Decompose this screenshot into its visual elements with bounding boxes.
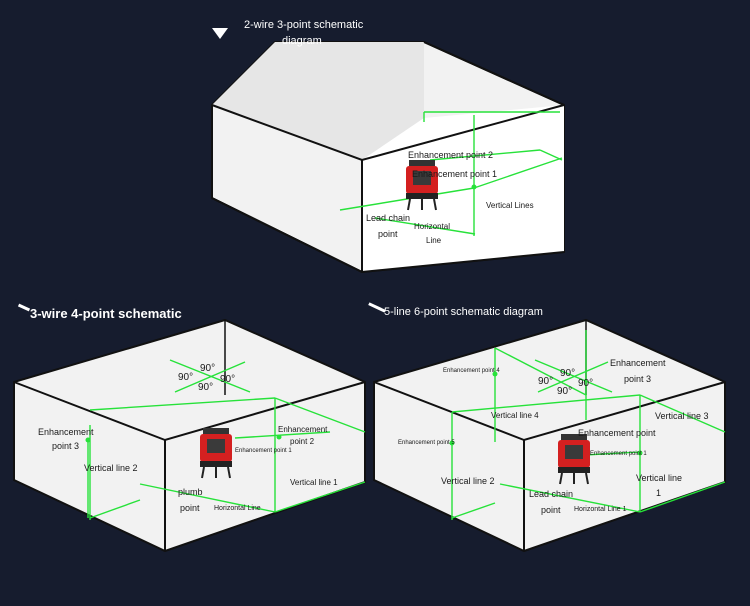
d3-vertical-line-3: Vertical line 3 xyxy=(655,411,709,421)
d3-lead-chain-line1: Lead chain xyxy=(529,489,574,499)
laser-lines-5line xyxy=(451,330,726,520)
laser-lines-3wire xyxy=(87,359,366,520)
d3-enhancement-3-line2: point 3 xyxy=(624,374,652,384)
laser-dot-3wire-b xyxy=(276,434,282,440)
laser-dot-5line-b xyxy=(637,450,643,456)
diagram-2-title: 3-wire 4-point schematic xyxy=(30,306,182,321)
d3-enhancement-point-5: Enhancement point 5 xyxy=(398,440,455,446)
d2-enhancement-1: Enhancement point 1 xyxy=(235,448,292,454)
laser-dot-5line-c xyxy=(492,371,498,377)
laser-level-device-3 xyxy=(558,434,590,485)
box-3wire xyxy=(13,318,366,553)
d2-plumb-line1: plumb xyxy=(178,487,203,497)
d3-enhancement-point: Enhancement point xyxy=(578,428,656,438)
title-marker-icon xyxy=(212,28,228,39)
d3-horizontal-line-1: Horizontal Line 1 xyxy=(574,506,627,513)
diagram-1-title-line1: 2-wire 3-point schematic xyxy=(244,19,364,31)
d1-vertical-lines: Vertical Lines xyxy=(486,201,534,210)
laser-dot-3wire-a xyxy=(85,437,91,443)
d2-angle-bottom: 90° xyxy=(198,382,214,393)
box-5line xyxy=(373,318,726,553)
laser-dot-5line-a xyxy=(449,440,455,446)
d2-vertical-line-1: Vertical line 1 xyxy=(290,478,338,487)
d3-angle-top: 90° xyxy=(560,368,576,379)
d3-enhancement-point-4: Enhancement point 4 xyxy=(443,368,500,374)
d3-lead-chain-line2: point xyxy=(541,505,561,515)
d2-enhancement-2-line2: point 2 xyxy=(290,437,315,446)
d3-vertical-line-1-line2: 1 xyxy=(656,488,662,498)
laser-level-device-1 xyxy=(406,160,438,211)
diagram-1-title-line2: diagram xyxy=(282,35,322,47)
d2-enhancement-3-line2: point 3 xyxy=(52,441,80,451)
d2-angle-top: 90° xyxy=(200,363,216,374)
d2-vertical-line-2: Vertical line 2 xyxy=(84,463,138,473)
d2-plumb-line2: point xyxy=(180,503,200,513)
d2-enhancement-2-line1: Enhancement xyxy=(278,425,328,434)
laser-lines-2wire xyxy=(339,111,563,236)
box-2wire xyxy=(211,41,565,274)
d2-horizontal-line: Horizontal Line xyxy=(214,505,261,512)
d3-angle-left: 90° xyxy=(538,376,554,387)
d1-enhancement-point-2: Enhancement point 2 xyxy=(408,150,494,160)
d1-horizontal-line1: Horizontal xyxy=(414,222,451,231)
d3-enhancement-point-1: Enhancement point 1 xyxy=(590,451,647,457)
d3-vertical-line-4: Vertical line 4 xyxy=(491,411,539,420)
d3-vertical-line-2: Vertical line 2 xyxy=(441,476,495,486)
d2-angle-left: 90° xyxy=(178,372,194,383)
diagram-3-title: 5-line 6-point schematic diagram xyxy=(384,306,543,318)
d1-enhancement-point-1: Enhancement point 1 xyxy=(412,169,498,179)
laser-level-device-2 xyxy=(200,428,232,479)
laser-dot-2wire xyxy=(471,184,477,190)
d2-enhancement-3-line1: Enhancement xyxy=(38,427,94,437)
d3-angle-right: 90° xyxy=(578,378,594,389)
d3-vertical-line-1-line1: Vertical line xyxy=(636,473,683,483)
d3-enhancement-3-line1: Enhancement xyxy=(610,358,666,368)
d1-lead-chain-line1: Lead chain xyxy=(366,213,411,223)
d1-lead-chain-line2: point xyxy=(378,229,398,239)
d1-horizontal-line2: Line xyxy=(426,236,442,245)
d3-angle-bottom: 90° xyxy=(557,386,573,397)
d2-angle-right: 90° xyxy=(220,374,236,385)
